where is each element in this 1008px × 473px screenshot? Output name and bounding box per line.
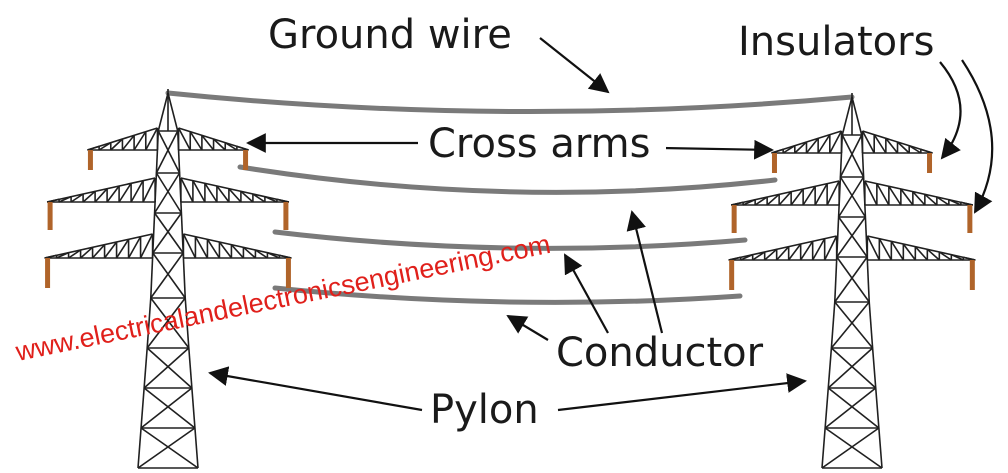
insulators-group bbox=[45, 150, 975, 290]
conductor-arrow-3 bbox=[506, 314, 549, 341]
conductor-arrow-2 bbox=[564, 253, 609, 334]
ground-wire bbox=[165, 90, 855, 115]
conductors bbox=[237, 164, 778, 305]
cross-arms-label-bg bbox=[418, 120, 666, 164]
insulators-arrow-lower bbox=[961, 59, 994, 214]
pylon-label: Pylon bbox=[430, 387, 539, 433]
insulator bbox=[283, 202, 289, 230]
insulator bbox=[967, 205, 973, 233]
insulator bbox=[45, 258, 51, 288]
conductor-label: Conductor bbox=[556, 330, 764, 376]
insulator bbox=[47, 202, 53, 230]
cross-arms-arrow-right bbox=[661, 139, 774, 160]
callout-arrows bbox=[208, 37, 994, 412]
conductor-wire-bottom bbox=[272, 285, 743, 305]
insulator bbox=[927, 153, 933, 173]
insulators-arrow-upper bbox=[939, 61, 962, 160]
insulator bbox=[243, 150, 249, 170]
conductor-wire-middle bbox=[272, 229, 748, 251]
insulator bbox=[969, 260, 975, 290]
ground-wire-arrow bbox=[539, 37, 610, 94]
insulator bbox=[771, 153, 777, 173]
conductor-arrow-1 bbox=[626, 210, 664, 334]
pylon-right bbox=[728, 93, 976, 469]
insulator bbox=[731, 205, 737, 233]
insulator bbox=[729, 260, 735, 290]
insulator bbox=[87, 150, 93, 170]
insulator bbox=[285, 258, 291, 288]
conductor-wire-top bbox=[237, 164, 778, 195]
pylon-arrow-left bbox=[208, 366, 423, 412]
pylon-arrow-right bbox=[557, 373, 807, 412]
insulators-label: Insulators bbox=[738, 19, 934, 65]
cross-arms-label: Cross arms bbox=[428, 121, 650, 167]
pylon-left bbox=[44, 89, 292, 469]
ground-wire-label: Ground wire bbox=[268, 12, 512, 58]
